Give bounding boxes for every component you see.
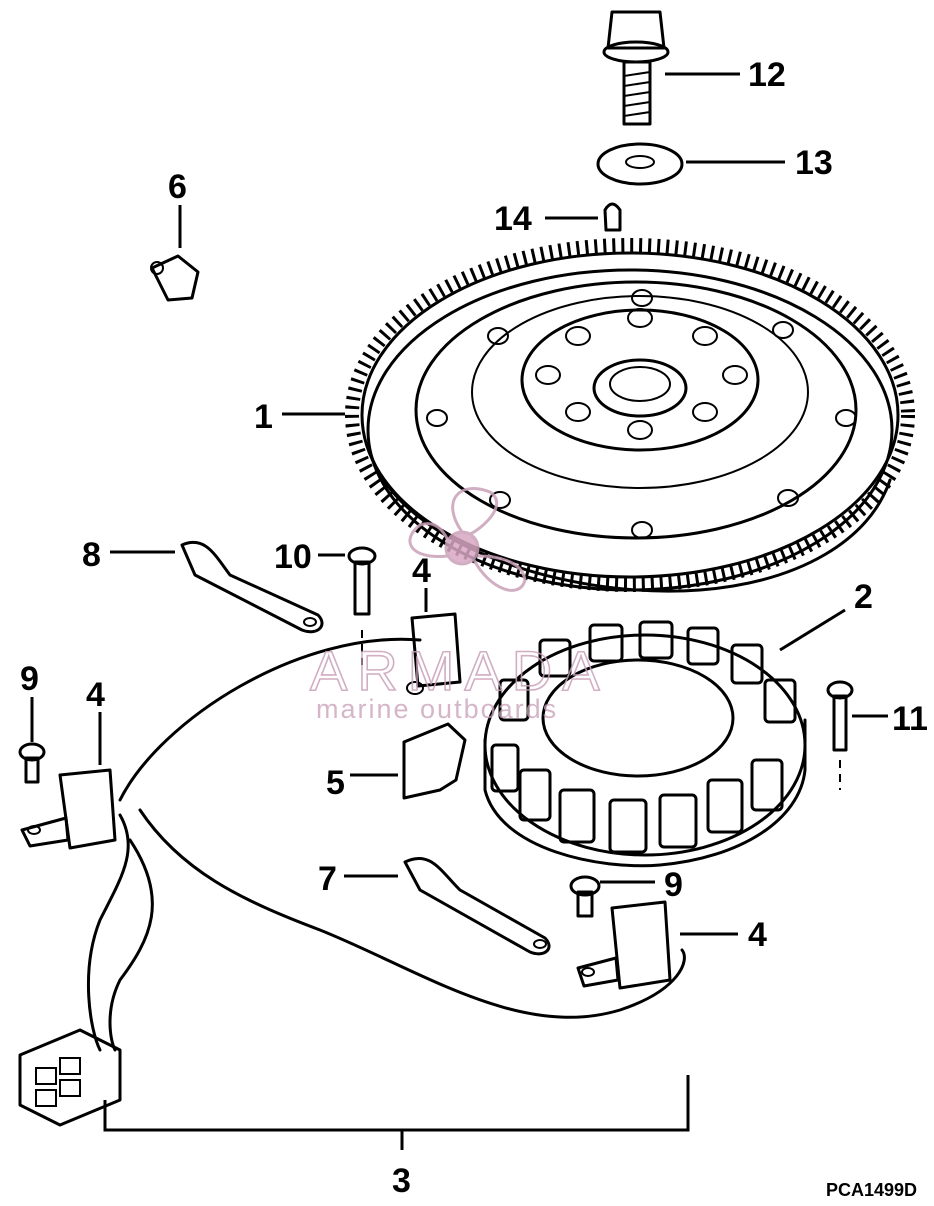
screw-9-lower xyxy=(569,875,601,918)
callout-12: 12 xyxy=(748,56,786,94)
sensor-left xyxy=(20,768,117,850)
retainer-strap-7 xyxy=(403,856,551,956)
leader-lines xyxy=(30,72,888,936)
harness-connector xyxy=(18,1028,122,1127)
flywheel-key xyxy=(603,202,622,232)
flywheel xyxy=(345,238,915,593)
drawing-code: PCA1499D xyxy=(826,1180,917,1200)
wire-clip xyxy=(150,254,200,302)
callout-1: 1 xyxy=(254,398,273,436)
callout-9-left: 9 xyxy=(20,660,39,698)
watermark-brand: ARMADA xyxy=(310,639,610,702)
callout-4-upper: 4 xyxy=(412,552,431,590)
flywheel-washer xyxy=(596,142,684,186)
callout-5: 5 xyxy=(326,764,345,802)
flywheel-bolt xyxy=(602,10,670,126)
sensor-upper xyxy=(406,612,462,695)
callout-10: 10 xyxy=(274,538,312,576)
watermark: ARMADA marine outboards xyxy=(309,486,610,724)
sensor-lower xyxy=(576,900,672,990)
callout-4-lower: 4 xyxy=(748,916,767,954)
callout-9-lower: 9 xyxy=(664,866,683,904)
callout-4-left: 4 xyxy=(86,676,105,714)
screw-9-left xyxy=(18,742,46,784)
screw-11 xyxy=(826,680,854,790)
callout-11: 11 xyxy=(892,700,928,738)
callout-7: 7 xyxy=(318,860,337,898)
callout-13: 13 xyxy=(795,144,833,182)
callout-8: 8 xyxy=(82,536,101,574)
screw-10 xyxy=(347,546,377,665)
stator xyxy=(483,620,807,868)
retainer-strap-8 xyxy=(180,540,324,634)
sensor-bracket xyxy=(402,722,467,800)
wiring-harness xyxy=(18,637,690,1150)
callout-6: 6 xyxy=(168,168,187,206)
callout-14: 14 xyxy=(494,200,532,238)
callouts: 1 2 3 4 4 4 5 6 7 8 9 9 10 11 12 13 14 xyxy=(20,56,928,1200)
propeller-logo-icon xyxy=(408,486,527,592)
callout-3: 3 xyxy=(392,1162,411,1200)
watermark-tagline: marine outboards xyxy=(316,694,558,724)
callout-2: 2 xyxy=(854,578,873,616)
